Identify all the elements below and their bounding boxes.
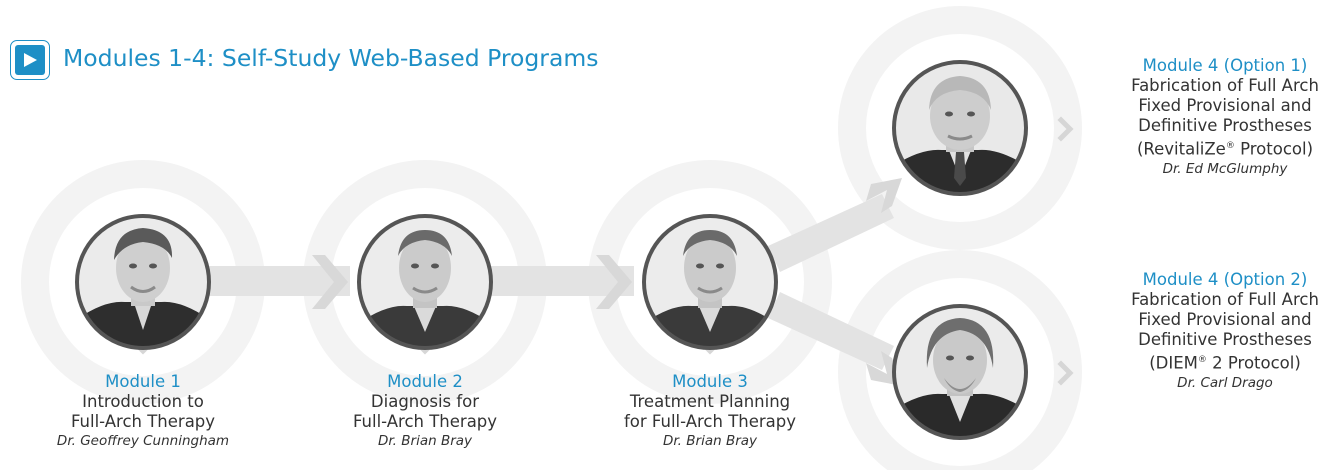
- caption-module-1: Module 1 Introduction to Full-Arch Thera…: [43, 372, 243, 450]
- module-author: Dr. Brian Bray: [662, 433, 758, 449]
- module-title[interactable]: Module 3: [672, 372, 748, 391]
- module-subtitle-line: Full-Arch Therapy: [70, 412, 216, 431]
- module-author: Dr. Geoffrey Cunningham: [56, 433, 230, 449]
- play-button[interactable]: [15, 45, 45, 75]
- play-icon: [24, 53, 37, 67]
- module-subtitle-line: Fabrication of Full Arch: [1131, 76, 1319, 95]
- module-subtitle-line: (DIEM® 2 Protocol): [1149, 353, 1301, 373]
- portrait-module-4-option-1[interactable]: [890, 58, 1030, 198]
- chevron-right-icon: [1057, 116, 1074, 142]
- module-subtitle-line: for Full-Arch Therapy: [623, 412, 797, 431]
- arrow-module-3-to-4-option-1: [768, 178, 902, 272]
- caption-module-3: Module 3 Treatment Planning for Full-Arc…: [600, 372, 820, 450]
- portrait-module-4-option-2[interactable]: [890, 302, 1030, 442]
- module-subtitle-line: Definitive Prostheses: [1138, 116, 1312, 135]
- caption-module-2: Module 2 Diagnosis for Full-Arch Therapy…: [325, 372, 525, 450]
- module-title[interactable]: Module 4 (Option 2): [1142, 270, 1308, 289]
- module-subtitle-line: Definitive Prostheses: [1138, 330, 1312, 349]
- module-subtitle-line: Fixed Provisional and: [1138, 96, 1312, 115]
- module-subtitle-line: Fabrication of Full Arch: [1131, 290, 1319, 309]
- caption-module-4-option-1: Module 4 (Option 1) Fabrication of Full …: [1115, 56, 1335, 178]
- portrait-module-1[interactable]: [73, 212, 213, 352]
- module-title[interactable]: Module 4 (Option 1): [1142, 56, 1308, 75]
- module-author: Dr. Carl Drago: [1177, 374, 1273, 391]
- module-subtitle-line: Treatment Planning: [629, 392, 791, 411]
- arrow-module-1-to-2: [200, 255, 350, 309]
- play-button-frame[interactable]: [10, 40, 50, 80]
- connector-arrows: [200, 178, 902, 386]
- module-subtitle-line: Full-Arch Therapy: [352, 412, 498, 431]
- module-author: Dr. Brian Bray: [377, 433, 473, 449]
- module-subtitle-line: (RevitaliZe® Protocol): [1136, 139, 1314, 159]
- module-subtitle-line: Fixed Provisional and: [1138, 310, 1312, 329]
- caption-module-4-option-2: Module 4 (Option 2) Fabrication of Full …: [1115, 270, 1335, 392]
- module-subtitle-line: Diagnosis for: [370, 392, 480, 411]
- module-subtitle-line: Introduction to: [82, 392, 204, 411]
- portrait-module-2[interactable]: [355, 212, 495, 352]
- registered-mark: ®: [1197, 355, 1207, 365]
- module-title[interactable]: Module 2: [387, 372, 463, 391]
- module-author: Dr. Ed McGlumphy: [1162, 160, 1288, 177]
- registered-mark: ®: [1225, 141, 1235, 151]
- chevron-right-icon: [1057, 360, 1074, 386]
- page-title: Modules 1-4: Self-Study Web-Based Progra…: [63, 44, 599, 72]
- module-title[interactable]: Module 1: [105, 372, 181, 391]
- arrow-module-2-to-3: [482, 255, 634, 309]
- portrait-module-3[interactable]: [640, 212, 780, 352]
